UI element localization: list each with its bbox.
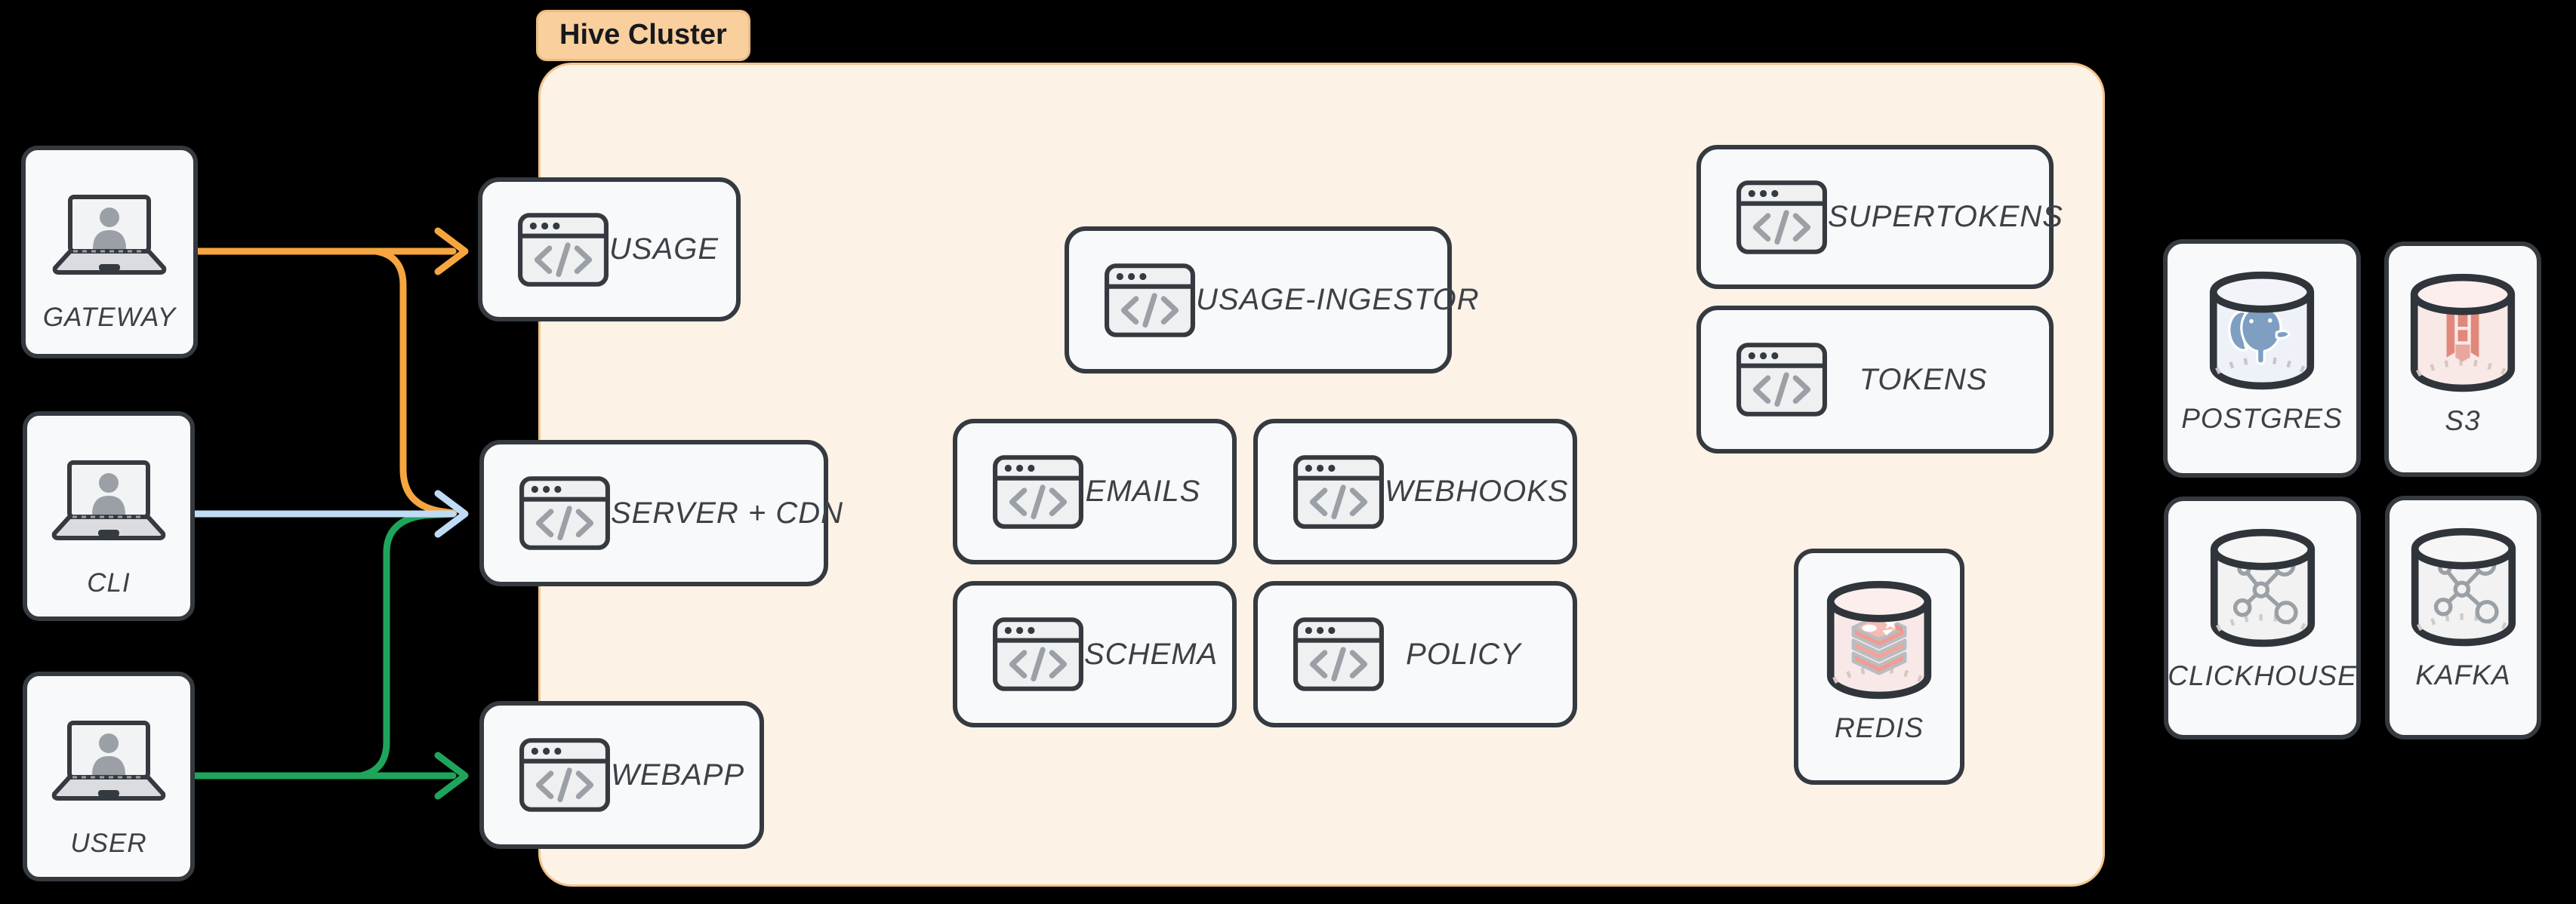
- actor-gateway: GATEWAY: [21, 146, 198, 358]
- laptop-user-icon: [48, 720, 169, 803]
- service-supertokens: SUPERTOKENS: [1696, 145, 2063, 289]
- external-postgres-label: POSTGRES: [2181, 403, 2343, 434]
- arrowhead-webapp: [434, 752, 469, 800]
- hive-cluster-label: Hive Cluster: [536, 10, 750, 61]
- postgres-database-icon: [2205, 269, 2319, 391]
- service-tokens: TOKENS: [1696, 306, 2054, 454]
- browser-code-icon: [517, 212, 609, 287]
- browser-code-icon: [1736, 342, 1828, 417]
- service-webhooks: WEBHOOKS: [1253, 419, 1577, 564]
- arrow-gateway-branch-to-server: [372, 248, 458, 517]
- external-postgres: POSTGRES: [2163, 239, 2361, 478]
- service-policy: POLICY: [1253, 581, 1577, 727]
- service-usage-label: USAGE: [609, 232, 719, 266]
- browser-code-icon: [1293, 617, 1385, 692]
- service-tokens-label: TOKENS: [1859, 362, 1988, 396]
- laptop-user-icon: [48, 460, 169, 543]
- actor-cli: CLI: [23, 411, 195, 621]
- service-redis-label: REDIS: [1834, 712, 1924, 743]
- service-supertokens-label: SUPERTOKENS: [1828, 200, 2063, 233]
- actor-user-label: USER: [70, 829, 147, 858]
- browser-code-icon: [1293, 454, 1385, 530]
- graph-database-icon: [2206, 527, 2319, 648]
- external-s3: S3: [2384, 241, 2541, 477]
- external-kafka: KAFKA: [2385, 496, 2541, 739]
- service-usage: USAGE: [478, 177, 741, 321]
- service-emails: EMAILS: [953, 419, 1237, 564]
- service-schema-label: SCHEMA: [1084, 637, 1219, 671]
- external-kafka-label: KAFKA: [2415, 660, 2511, 690]
- browser-code-icon: [992, 617, 1084, 692]
- external-s3-label: S3: [2445, 405, 2481, 436]
- laptop-user-icon: [49, 194, 170, 277]
- browser-code-icon: [1736, 180, 1828, 255]
- service-webhooks-label: WEBHOOKS: [1385, 475, 1569, 508]
- external-clickhouse: CLICKHOUSE: [2164, 497, 2361, 739]
- external-clickhouse-label: CLICKHOUSE: [2168, 660, 2357, 691]
- actor-cli-label: CLI: [87, 568, 131, 598]
- redis-database-icon: [1823, 579, 1936, 700]
- arrow-user-branch-to-server: [357, 510, 457, 779]
- service-redis: REDIS: [1794, 549, 1964, 785]
- service-emails-label: EMAILS: [1085, 475, 1201, 508]
- browser-code-icon: [992, 454, 1084, 530]
- arrowhead-server: [434, 490, 469, 538]
- service-server-cdn-label: SERVER + CDN: [611, 496, 844, 530]
- service-webapp: WEBAPP: [479, 701, 764, 849]
- service-usage-ingestor: USAGE-INGESTOR: [1065, 226, 1479, 374]
- browser-code-icon: [519, 737, 611, 813]
- service-policy-label: POLICY: [1406, 637, 1521, 671]
- service-usage-ingestor-label: USAGE-INGESTOR: [1196, 283, 1480, 316]
- graph-database-icon: [2407, 526, 2520, 647]
- service-schema: SCHEMA: [953, 581, 1237, 727]
- s3-database-icon: [2406, 272, 2519, 393]
- actor-gateway-label: GATEWAY: [42, 303, 177, 332]
- arrowhead-usage: [434, 227, 469, 275]
- browser-code-icon: [1104, 263, 1196, 338]
- browser-code-icon: [519, 475, 611, 551]
- actor-user: USER: [23, 672, 195, 881]
- service-server-cdn: SERVER + CDN: [479, 440, 843, 586]
- service-webapp-label: WEBAPP: [611, 758, 745, 792]
